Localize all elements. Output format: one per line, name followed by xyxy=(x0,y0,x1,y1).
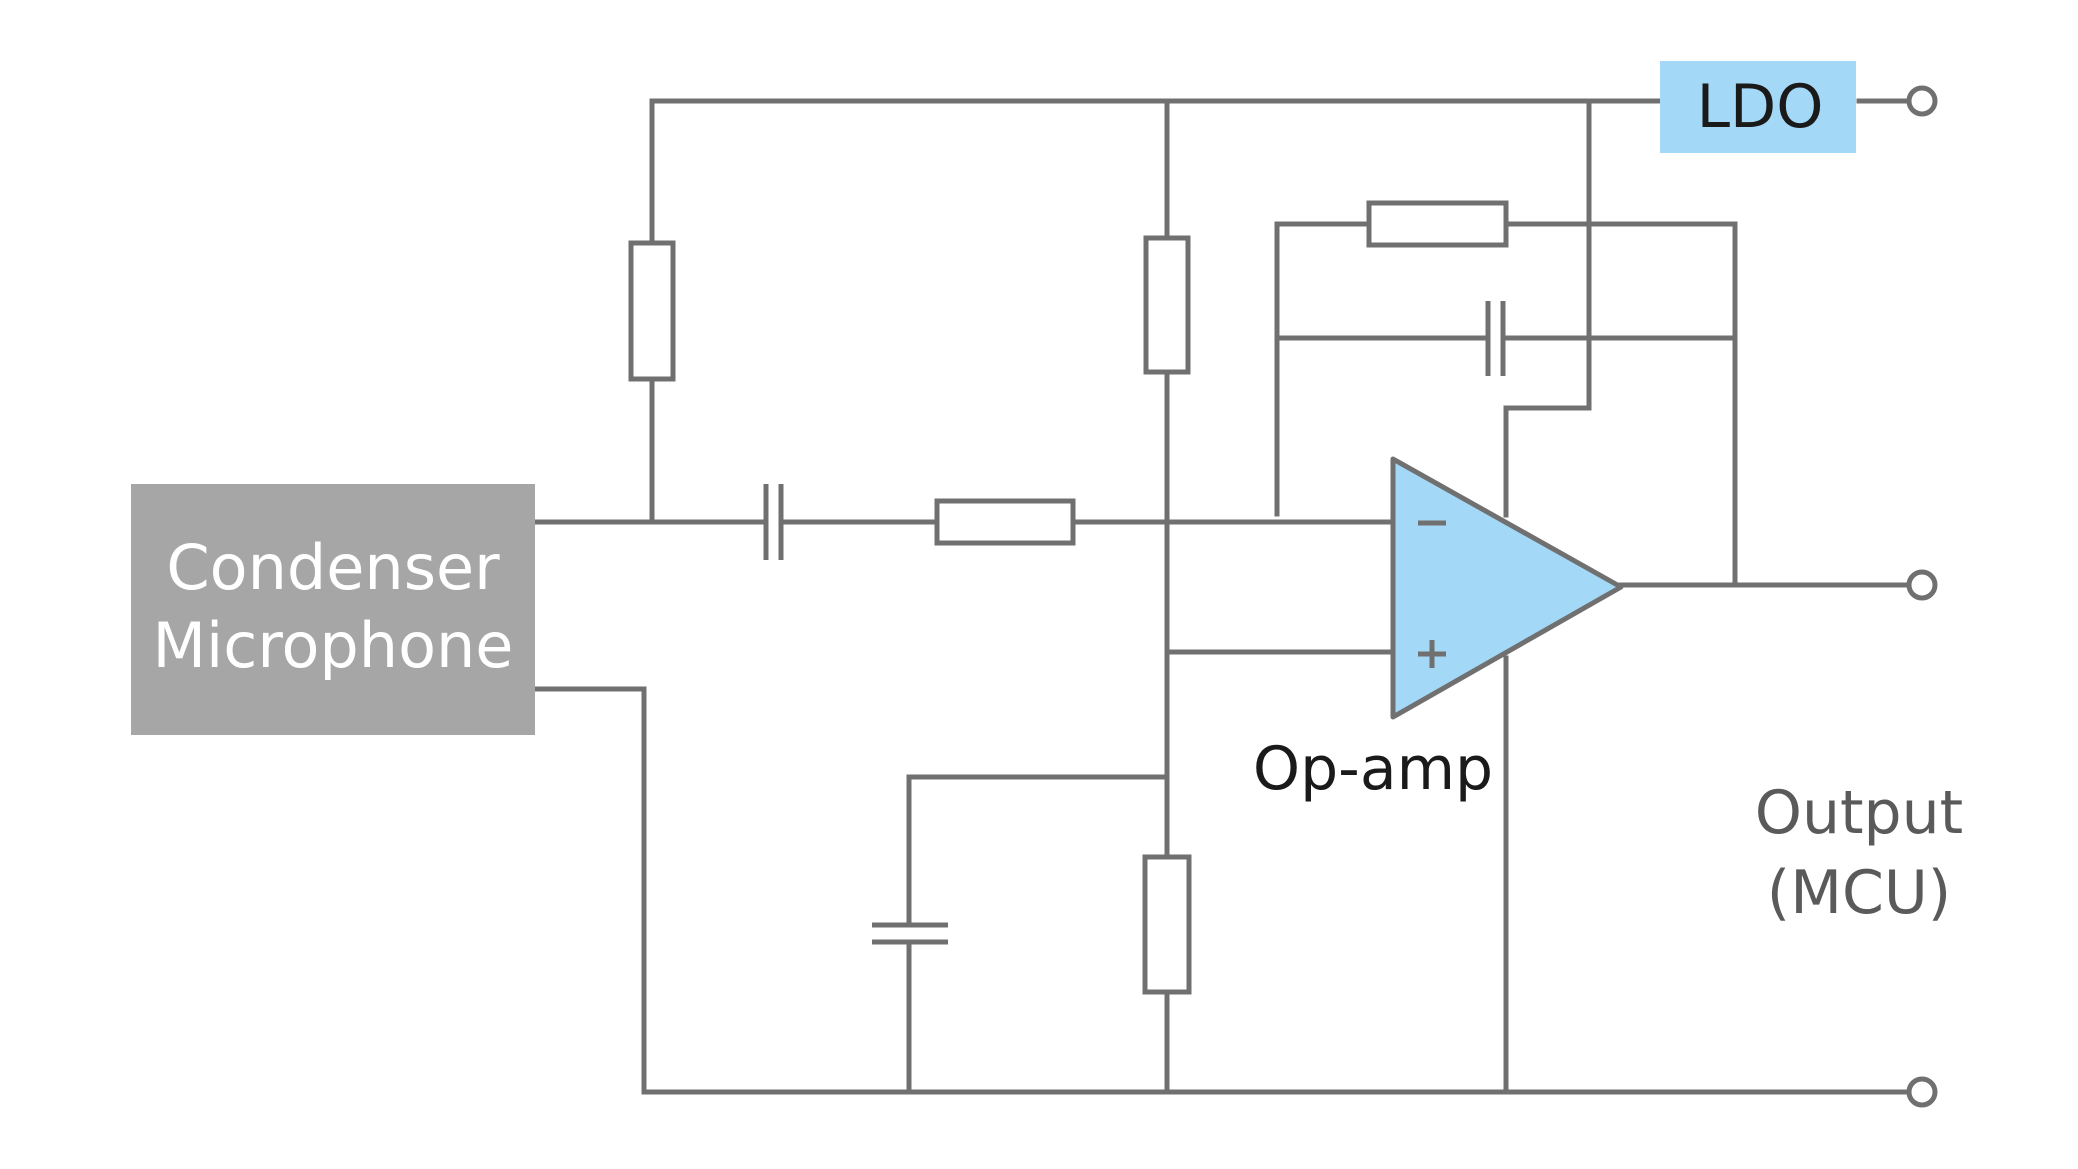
input-resistor xyxy=(934,498,1076,546)
bias-resistor xyxy=(628,240,676,382)
opamp-supply-wire xyxy=(1503,98,1592,518)
wires xyxy=(532,98,1910,1095)
feedback-resistor-left-wire xyxy=(1274,221,1372,517)
bypass-capacitor xyxy=(872,922,948,945)
ldo-output-terminal xyxy=(1906,85,1938,117)
condenser-microphone-box xyxy=(131,484,535,735)
ldo-box xyxy=(1660,61,1856,153)
output-label-line1: Output xyxy=(1755,778,1963,848)
ground-rail-wire xyxy=(532,686,1910,1095)
divider-bottom-resistor xyxy=(1142,854,1192,995)
op-amp xyxy=(1390,456,1624,720)
signal-output-terminal xyxy=(1906,569,1938,601)
ldo-label: LDO xyxy=(1697,72,1824,142)
opamp-label: Op-amp xyxy=(1253,734,1493,804)
mic-label-line2: Microphone xyxy=(153,609,514,682)
ground-output-terminal xyxy=(1906,1076,1938,1108)
op-amp-triangle xyxy=(1390,456,1624,720)
bypass-cap-top-wire xyxy=(906,774,1170,928)
feedback-resistor xyxy=(1366,200,1509,248)
feedback-capacitor xyxy=(1485,301,1506,376)
mic-label-line1: Condenser xyxy=(166,531,500,604)
output-label-line2: (MCU) xyxy=(1767,858,1951,928)
feedback-resistor-right-wire xyxy=(1503,221,1738,588)
divider-top-resistor xyxy=(1143,235,1191,375)
coupling-capacitor xyxy=(763,484,784,560)
